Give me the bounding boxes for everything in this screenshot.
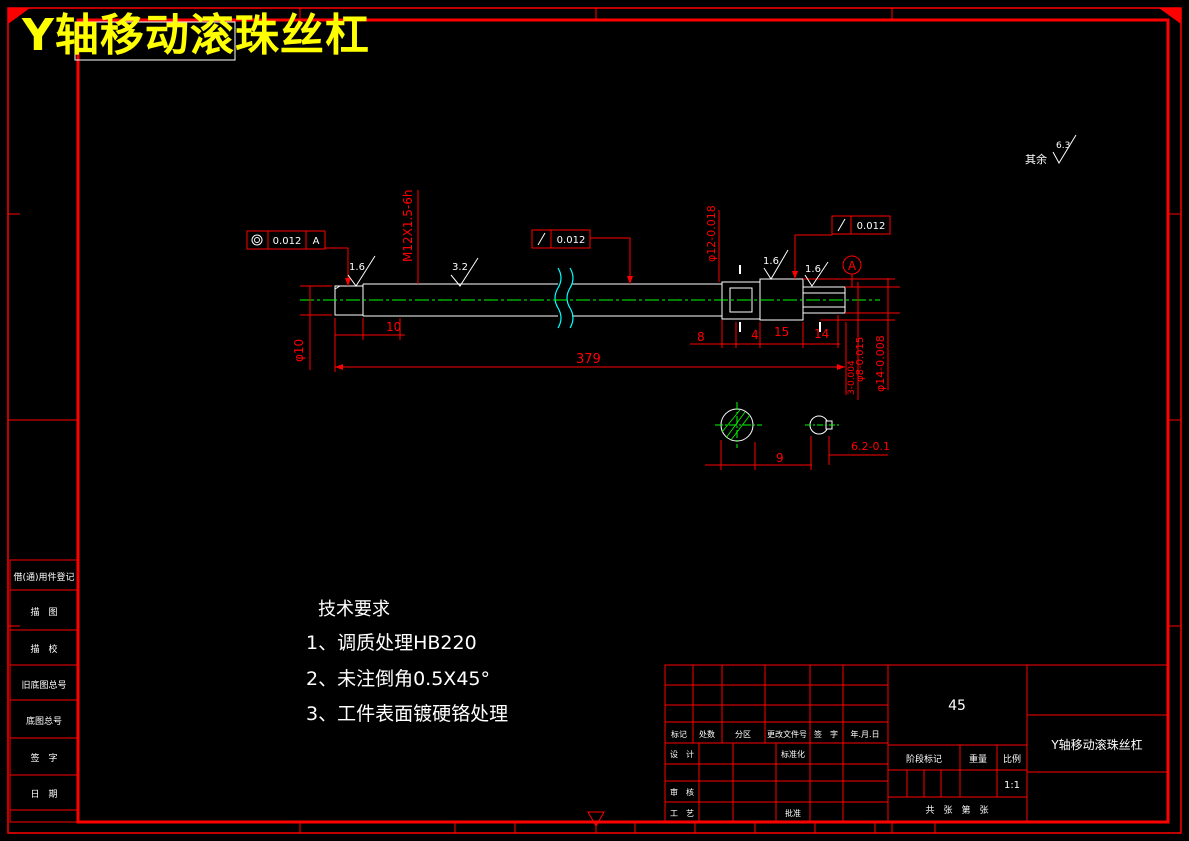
dim-dia12: φ12-0.018 bbox=[705, 205, 718, 262]
dim-key3: 3-0.004 bbox=[847, 360, 857, 395]
tech-requirements-heading: 技术要求 bbox=[318, 599, 390, 620]
side-label-sign: 签 字 bbox=[30, 754, 58, 764]
datum-a-label: A bbox=[848, 259, 857, 273]
dim-len379: 379 bbox=[576, 352, 601, 367]
inner-frame bbox=[76, 18, 1170, 824]
title-highlight-box bbox=[74, 21, 236, 61]
dim-dia8: φ8-0.015 bbox=[855, 337, 866, 382]
tech-requirement-2: 2、未注倒角0.5X45° bbox=[306, 668, 490, 690]
tb-process: 工 艺 bbox=[670, 809, 694, 818]
section-view-1 bbox=[715, 402, 762, 448]
dim-len10: 10 bbox=[386, 320, 401, 334]
corner-arrow-right bbox=[1159, 8, 1181, 24]
tolerance-frame-3-value: 0.012 bbox=[857, 221, 886, 232]
tb-design: 设 计 bbox=[670, 749, 694, 759]
roughness-2: 3.2 bbox=[452, 262, 468, 273]
side-register bbox=[9, 559, 79, 823]
tb-stage-mark: 阶段标记 bbox=[906, 753, 942, 765]
roughness-4: 1.6 bbox=[805, 264, 821, 275]
outer-frame bbox=[7, 7, 1182, 834]
tb-material: 45 bbox=[948, 698, 966, 714]
break-marks bbox=[554, 267, 574, 329]
side-label-old-number: 旧底图总号 bbox=[21, 681, 67, 691]
tolerance-frame-1-datum: A bbox=[313, 236, 320, 247]
dim-len8: 8 bbox=[697, 330, 705, 344]
tolerance-frame-3: 0.012 bbox=[831, 215, 891, 235]
tolerance-frame-1-value: 0.012 bbox=[273, 236, 302, 247]
tb-part-name: Y轴移动滚珠丝杠 bbox=[1050, 737, 1142, 752]
tb-header-0: 标记 bbox=[671, 729, 687, 739]
tb-scale: 1:1 bbox=[1004, 780, 1020, 791]
tb-approve: 批准 bbox=[785, 808, 801, 818]
dim-len4: 4 bbox=[751, 328, 759, 342]
roughness-3: 1.6 bbox=[763, 256, 779, 267]
surface-default-value: 6.3 bbox=[1056, 141, 1070, 151]
tb-header-3: 更改文件号 bbox=[767, 729, 807, 739]
side-label-base-number: 底图总号 bbox=[25, 717, 62, 727]
surface-default-label: 其余 bbox=[1025, 152, 1047, 166]
tolerance-frame-2-value: 0.012 bbox=[557, 235, 586, 246]
drawing-title: Y轴移动滚珠丝杠 bbox=[22, 10, 370, 61]
corner-arrow-left bbox=[8, 8, 30, 24]
thread-callout: M12X1.5-6h bbox=[401, 190, 415, 263]
tolerance-frame-2: 0.012 bbox=[531, 229, 591, 249]
dim-len14: 14 bbox=[814, 327, 829, 341]
tb-header-2: 分区 bbox=[735, 730, 751, 739]
tb-header-1: 处数 bbox=[699, 729, 715, 739]
tb-review: 审 核 bbox=[670, 787, 694, 797]
tech-requirement-1: 1、调质处理HB220 bbox=[306, 632, 477, 654]
dim-dia10: φ10 bbox=[292, 339, 306, 362]
side-label-register: 借(通)用件登记 bbox=[13, 573, 75, 583]
side-label-trace: 描 图 bbox=[30, 608, 58, 618]
dim-len9: 9 bbox=[776, 451, 784, 465]
tolerance-frame-1: 0.012 A bbox=[246, 230, 326, 250]
dim-len15: 15 bbox=[774, 325, 789, 339]
tb-sheets: 共 张 第 张 bbox=[925, 804, 988, 816]
dim-len62: 6.2-0.1 bbox=[851, 440, 890, 453]
title-block-grid bbox=[664, 664, 1168, 823]
side-label-trace-check: 描 校 bbox=[30, 645, 58, 655]
tb-ratio: 比例 bbox=[1003, 753, 1021, 765]
dimension-lines bbox=[300, 190, 900, 400]
section-view-2 bbox=[805, 415, 840, 435]
dim-dia14: φ14-0.008 bbox=[874, 335, 887, 392]
tech-requirement-3: 3、工件表面镀硬铬处理 bbox=[306, 703, 509, 725]
side-label-date: 日 期 bbox=[30, 790, 58, 800]
roughness-1: 1.6 bbox=[349, 262, 365, 273]
tb-standardize: 标准化 bbox=[781, 749, 805, 759]
tb-header-4: 签 字 bbox=[814, 729, 838, 739]
tb-header-5: 年.月.日 bbox=[850, 729, 879, 739]
tb-weight: 重量 bbox=[969, 753, 987, 765]
